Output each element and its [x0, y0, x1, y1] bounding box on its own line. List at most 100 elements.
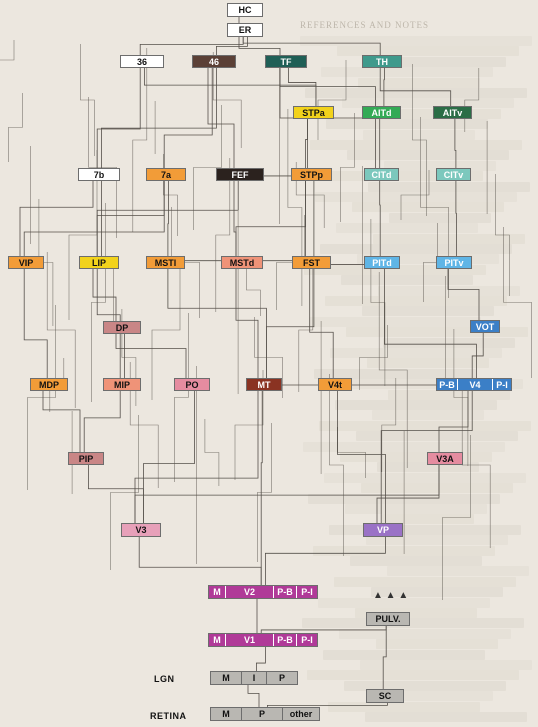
area-vip[interactable]: VIP	[8, 256, 44, 269]
v2-divider	[296, 586, 297, 598]
connection-wire	[337, 391, 386, 523]
connection-wire	[337, 427, 366, 478]
area-mstl[interactable]: MSTl	[146, 256, 185, 269]
v1-divider	[296, 634, 297, 646]
area-lgn[interactable]: M I P	[210, 671, 298, 685]
area-hc[interactable]: HC	[227, 3, 263, 17]
connection-wire	[88, 465, 144, 523]
area-vp[interactable]: VP	[363, 523, 403, 537]
connection-wire	[255, 647, 266, 671]
connection-wire	[464, 68, 480, 132]
connection-wire	[163, 154, 178, 236]
area-citd[interactable]: CITd	[364, 168, 399, 181]
pulvinar-arrows: ▲ ▲ ▲	[373, 590, 409, 601]
connection-wire	[383, 68, 385, 106]
area-mstd[interactable]: MSTd	[221, 256, 263, 269]
area-v3[interactable]: V3	[121, 523, 161, 537]
connection-wire	[167, 181, 169, 256]
connection-wire	[83, 391, 121, 452]
retina-p-layer: P	[258, 709, 265, 719]
v4-pi-layer: P-I	[496, 380, 508, 390]
area-aitd[interactable]: AITd	[362, 106, 401, 119]
area-mt[interactable]: MT	[246, 378, 282, 391]
connection-wire	[171, 207, 200, 318]
v2-pi-layer: P-I	[301, 587, 313, 597]
area-th[interactable]: TH	[362, 55, 402, 68]
area-lip[interactable]: LIP	[79, 256, 119, 269]
area-pip[interactable]: PIP	[68, 452, 104, 465]
lgn-divider	[241, 672, 242, 684]
connection-wire	[96, 269, 121, 378]
connection-wire	[238, 37, 281, 55]
lgn-divider	[266, 672, 267, 684]
retina-divider	[282, 708, 283, 720]
connection-wire	[234, 370, 264, 480]
area-7a[interactable]: 7a	[146, 168, 186, 181]
connection-wire	[92, 269, 117, 321]
area-stpa[interactable]: STPa	[293, 106, 334, 119]
retina-m-layer: M	[222, 709, 230, 719]
area-aitv[interactable]: AITv	[433, 106, 472, 119]
v2-pb-layer: P-B	[277, 587, 293, 597]
v2-label: V2	[243, 587, 255, 597]
v1-divider	[273, 634, 274, 646]
connection-wire	[235, 269, 259, 378]
v1-divider	[225, 634, 226, 646]
area-36[interactable]: 36	[120, 55, 164, 68]
area-vot[interactable]: VOT	[470, 320, 500, 333]
area-mdp[interactable]: MDP	[30, 378, 68, 391]
connection-wire	[376, 465, 440, 523]
connection-wire	[471, 333, 484, 378]
connection-wire	[0, 40, 15, 61]
area-po[interactable]: PO	[174, 378, 210, 391]
connection-wire	[381, 378, 397, 472]
area-mip[interactable]: MIP	[103, 378, 141, 391]
area-pitv[interactable]: PITv	[436, 256, 472, 269]
connection-wire	[215, 158, 231, 312]
connection-wire	[359, 325, 388, 390]
connection-wire	[454, 119, 457, 168]
connection-wire	[453, 329, 469, 466]
connection-wire	[503, 227, 532, 378]
connection-wire	[276, 215, 305, 310]
v4-pb-layer: P-B	[439, 380, 455, 390]
connection-wire	[340, 113, 355, 222]
area-7b[interactable]: 7b	[78, 168, 120, 181]
v2-divider	[273, 586, 274, 598]
connection-wire	[329, 374, 344, 556]
connection-wire	[267, 703, 388, 707]
connection-wire	[23, 181, 165, 256]
connection-wire	[134, 465, 440, 523]
area-v3a[interactable]: V3A	[427, 452, 463, 465]
area-er[interactable]: ER	[227, 23, 263, 37]
area-sc[interactable]: SC	[366, 689, 404, 703]
area-pitd[interactable]: PITd	[364, 256, 400, 269]
connection-wire	[309, 269, 334, 378]
area-v1[interactable]: M V1 P-B P-I	[208, 633, 318, 647]
area-tf[interactable]: TF	[265, 55, 307, 68]
area-46[interactable]: 46	[192, 55, 236, 68]
v1-pb-layer: P-B	[277, 635, 293, 645]
area-v4[interactable]: P-B V4 P-I	[436, 378, 512, 391]
lgn-p-layer: P	[278, 673, 285, 683]
area-fef[interactable]: FEF	[216, 168, 264, 181]
retina-other-layer: other	[289, 709, 313, 719]
area-stpp[interactable]: STPp	[291, 168, 332, 181]
area-v4t[interactable]: V4t	[318, 378, 352, 391]
connection-wire	[174, 313, 189, 482]
connection-wire	[212, 52, 242, 148]
v2-divider	[225, 586, 226, 598]
v1-label: V1	[243, 635, 255, 645]
area-retina[interactable]: M P other	[210, 707, 320, 721]
connection-wire	[379, 68, 452, 106]
area-dp[interactable]: DP	[103, 321, 141, 334]
connection-wire	[193, 105, 222, 230]
area-citv[interactable]: CITv	[436, 168, 471, 181]
area-fst[interactable]: FST	[292, 256, 331, 269]
area-v2[interactable]: M V2 P-B P-I	[208, 585, 318, 599]
area-pulvinar[interactable]: PULV.	[366, 612, 410, 626]
connection-wire	[27, 305, 56, 490]
connection-wire	[378, 272, 408, 468]
connection-wire	[151, 260, 181, 400]
lgn-label: LGN	[154, 674, 175, 684]
